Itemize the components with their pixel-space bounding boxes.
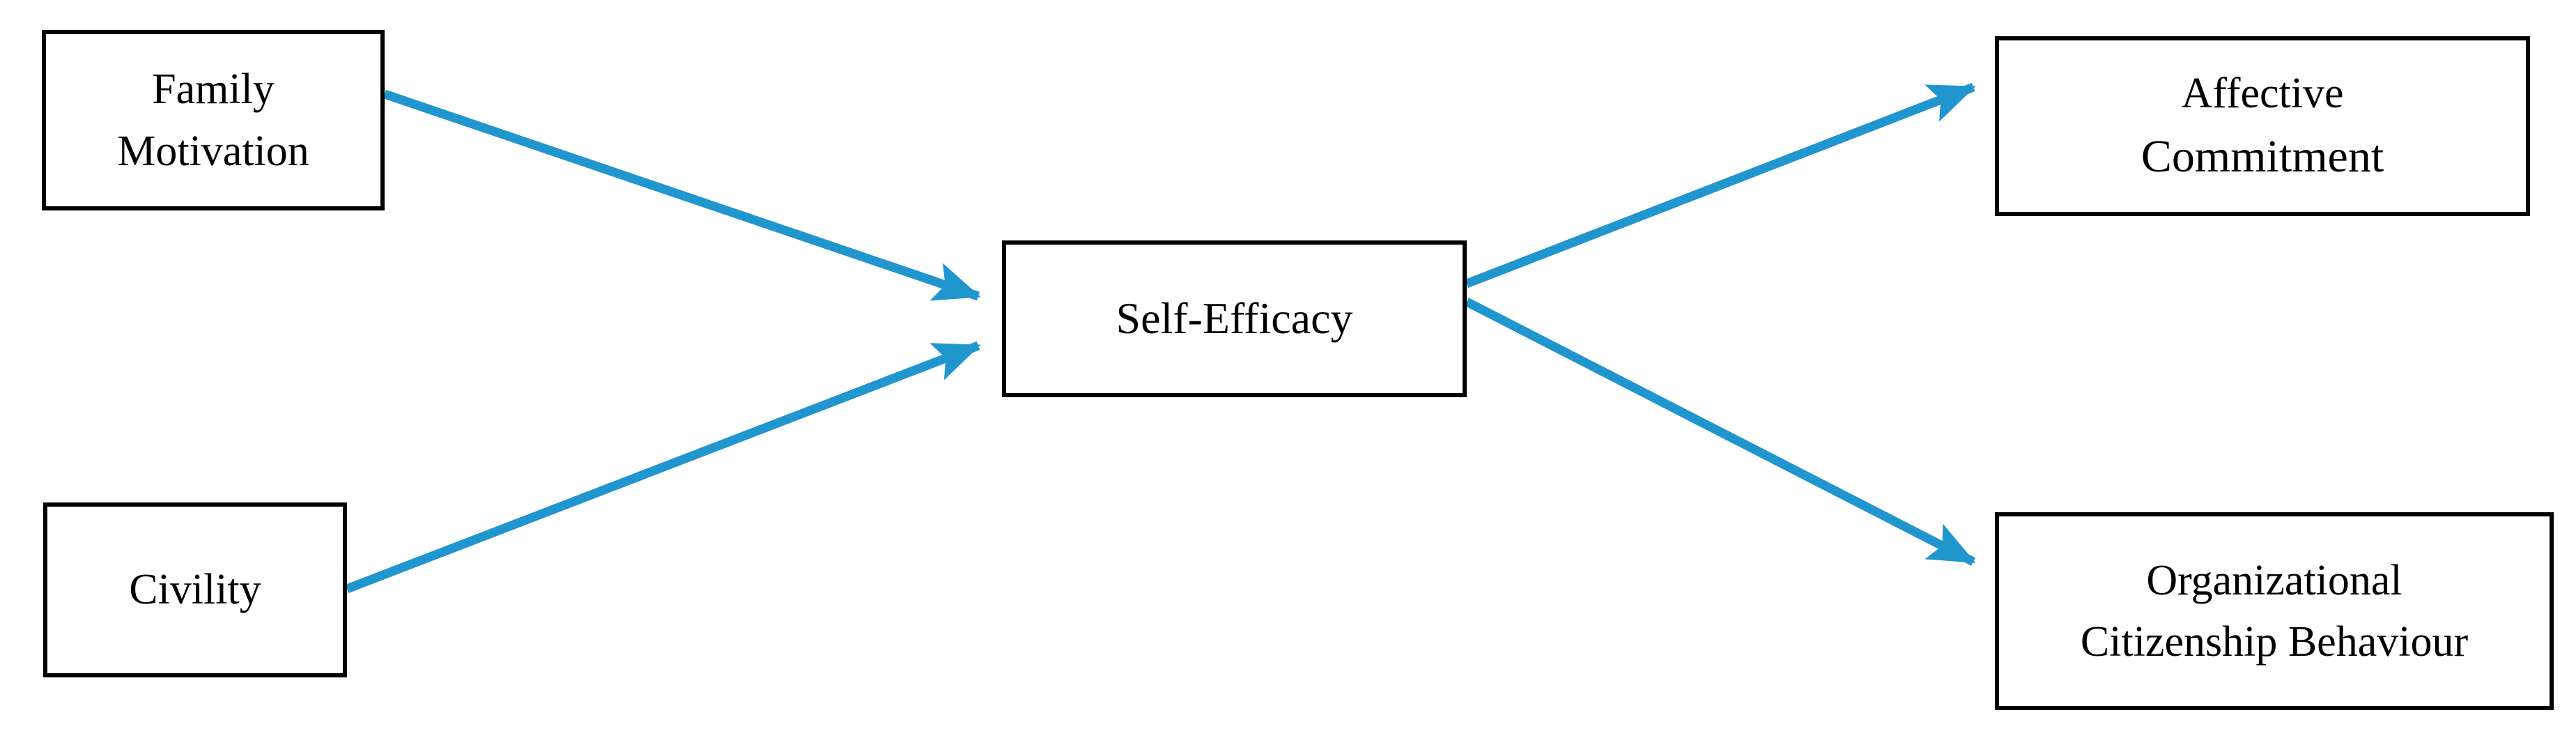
arrow-civility-to-self-efficacy bbox=[345, 341, 981, 594]
node-organizational-citizenship-behaviour-line-2: Citizenship Behaviour bbox=[2080, 618, 2469, 666]
node-affective-commitment-line-1: Affective bbox=[2181, 70, 2344, 118]
node-civility-line-1: Civility bbox=[129, 566, 261, 614]
node-family-motivation-line-1: Family bbox=[152, 66, 275, 114]
arrow-self-efficacy-to-affective-commitment bbox=[1465, 82, 1976, 289]
node-civility[interactable]: Civility bbox=[43, 502, 347, 677]
arrow-self-efficacy-to-organizational-citizenship-behaviour bbox=[1465, 298, 1976, 566]
node-affective-commitment-line-2: Commitment bbox=[2141, 131, 2384, 183]
node-family-motivation-line-2: Motivation bbox=[117, 127, 309, 175]
arrow-family-motivation-to-self-efficacy bbox=[383, 89, 981, 301]
node-organizational-citizenship-behaviour[interactable]: Organizational Citizenship Behaviour bbox=[1995, 512, 2554, 710]
node-self-efficacy-line-1: Self-Efficacy bbox=[1116, 293, 1353, 344]
node-family-motivation[interactable]: Family Motivation bbox=[42, 30, 385, 210]
node-organizational-citizenship-behaviour-line-1: Organizational bbox=[2146, 556, 2403, 604]
node-self-efficacy[interactable]: Self-Efficacy bbox=[1002, 240, 1467, 397]
node-affective-commitment[interactable]: Affective Commitment bbox=[1995, 36, 2530, 216]
